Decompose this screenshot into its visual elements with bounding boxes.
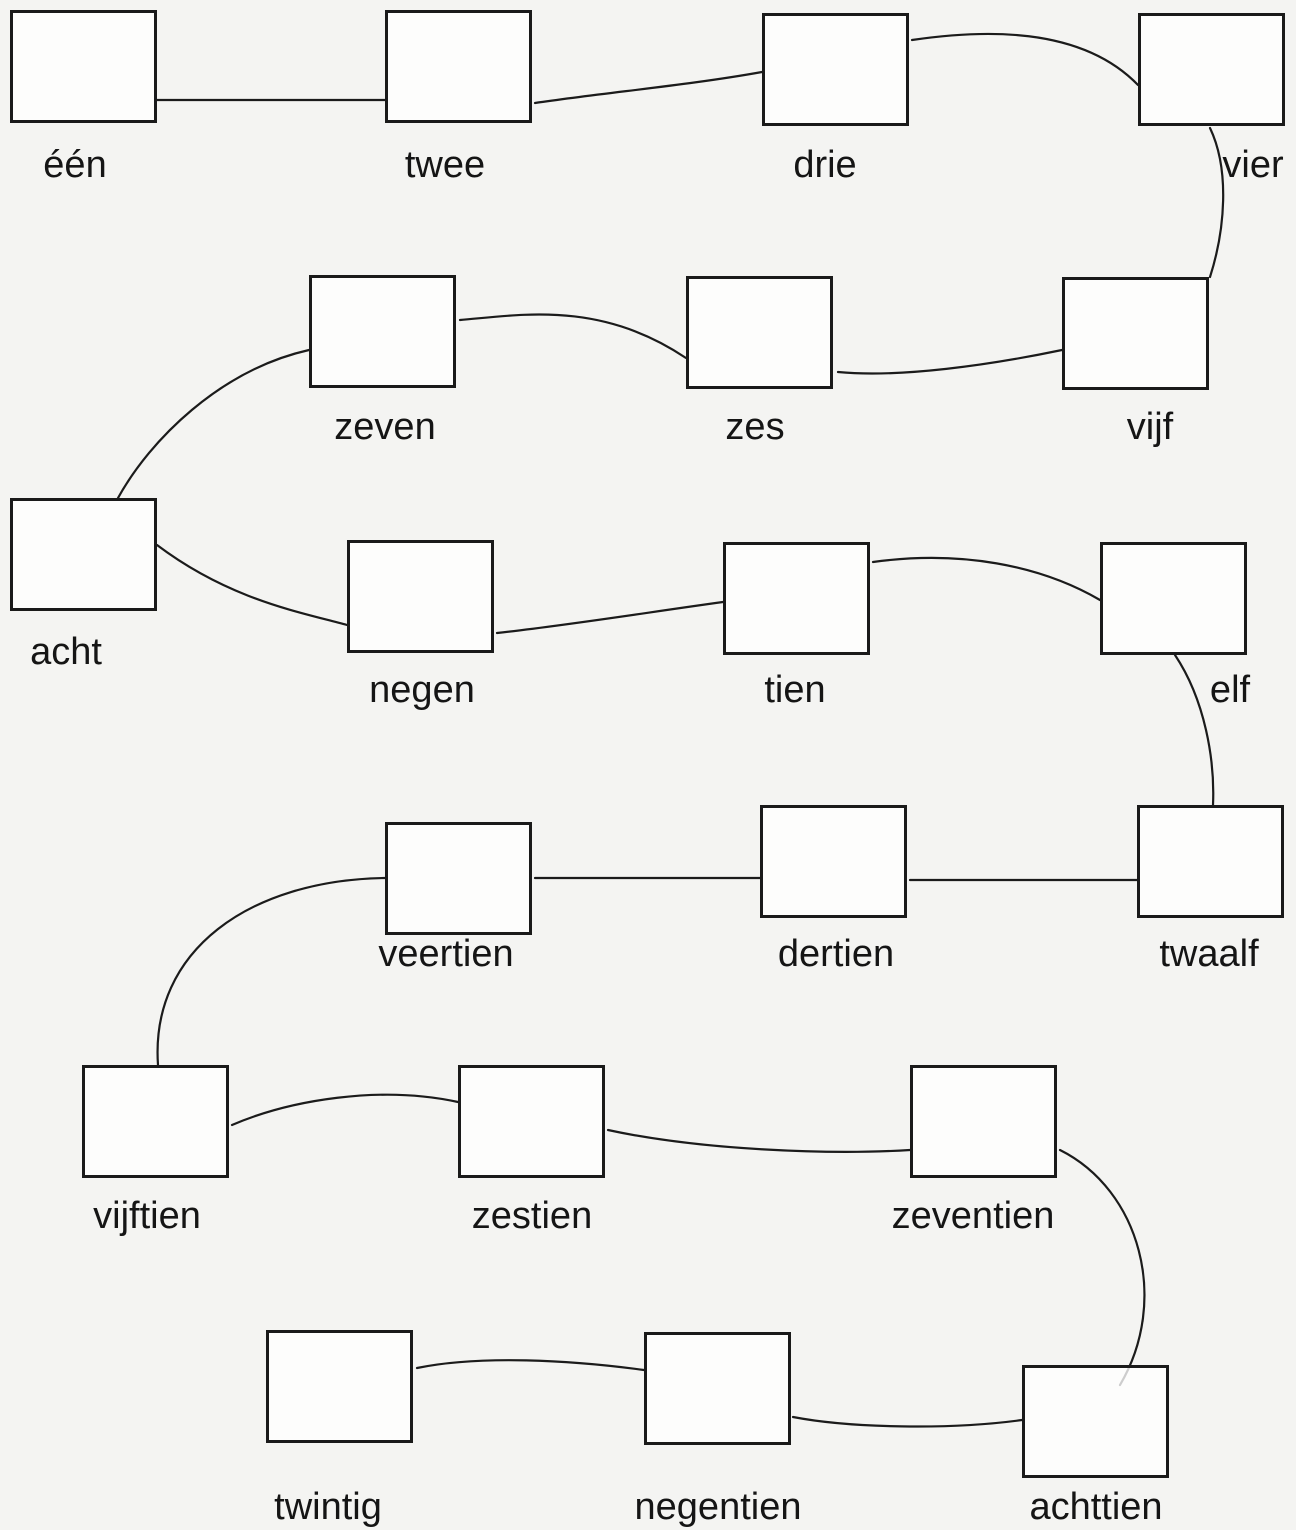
number-word-10: tien: [764, 669, 826, 711]
answer-box-5[interactable]: [1062, 277, 1209, 390]
number-word-8: acht: [30, 631, 102, 673]
number-word-1: één: [43, 144, 107, 186]
answer-box-17[interactable]: [910, 1065, 1057, 1178]
number-word-3: drie: [793, 144, 857, 186]
number-word-4: vier: [1222, 144, 1284, 186]
number-word-19: negentien: [634, 1486, 802, 1528]
number-word-16: zestien: [471, 1195, 593, 1237]
answer-box-18[interactable]: [1022, 1365, 1169, 1478]
number-word-7: zeven: [334, 406, 436, 448]
answer-box-20[interactable]: [266, 1330, 413, 1443]
number-word-14: veertien: [378, 933, 514, 975]
answer-box-10[interactable]: [723, 542, 870, 655]
answer-box-7[interactable]: [309, 275, 456, 388]
answer-box-1[interactable]: [10, 10, 157, 123]
number-word-17: zeventien: [891, 1195, 1055, 1237]
number-word-12: twaalf: [1159, 933, 1259, 975]
answer-box-16[interactable]: [458, 1065, 605, 1178]
answer-box-19[interactable]: [644, 1332, 791, 1445]
answer-box-14[interactable]: [385, 822, 532, 935]
answer-box-12[interactable]: [1137, 805, 1284, 918]
answer-box-11[interactable]: [1100, 542, 1247, 655]
number-word-6: zes: [725, 406, 785, 448]
answer-box-15[interactable]: [82, 1065, 229, 1178]
answer-box-2[interactable]: [385, 10, 532, 123]
number-word-18: achttien: [1029, 1486, 1163, 1528]
answer-box-6[interactable]: [686, 276, 833, 389]
answer-box-4[interactable]: [1138, 13, 1285, 126]
number-word-11: elf: [1209, 669, 1251, 711]
answer-box-13[interactable]: [760, 805, 907, 918]
number-word-13: dertien: [777, 933, 895, 975]
answer-box-9[interactable]: [347, 540, 494, 653]
number-word-15: vijftien: [93, 1195, 201, 1237]
answer-box-8[interactable]: [10, 498, 157, 611]
answer-box-3[interactable]: [762, 13, 909, 126]
number-word-5: vijf: [1126, 406, 1174, 448]
number-word-20: twintig: [274, 1486, 382, 1528]
number-word-9: negen: [369, 669, 475, 711]
number-word-2: twee: [404, 144, 486, 186]
